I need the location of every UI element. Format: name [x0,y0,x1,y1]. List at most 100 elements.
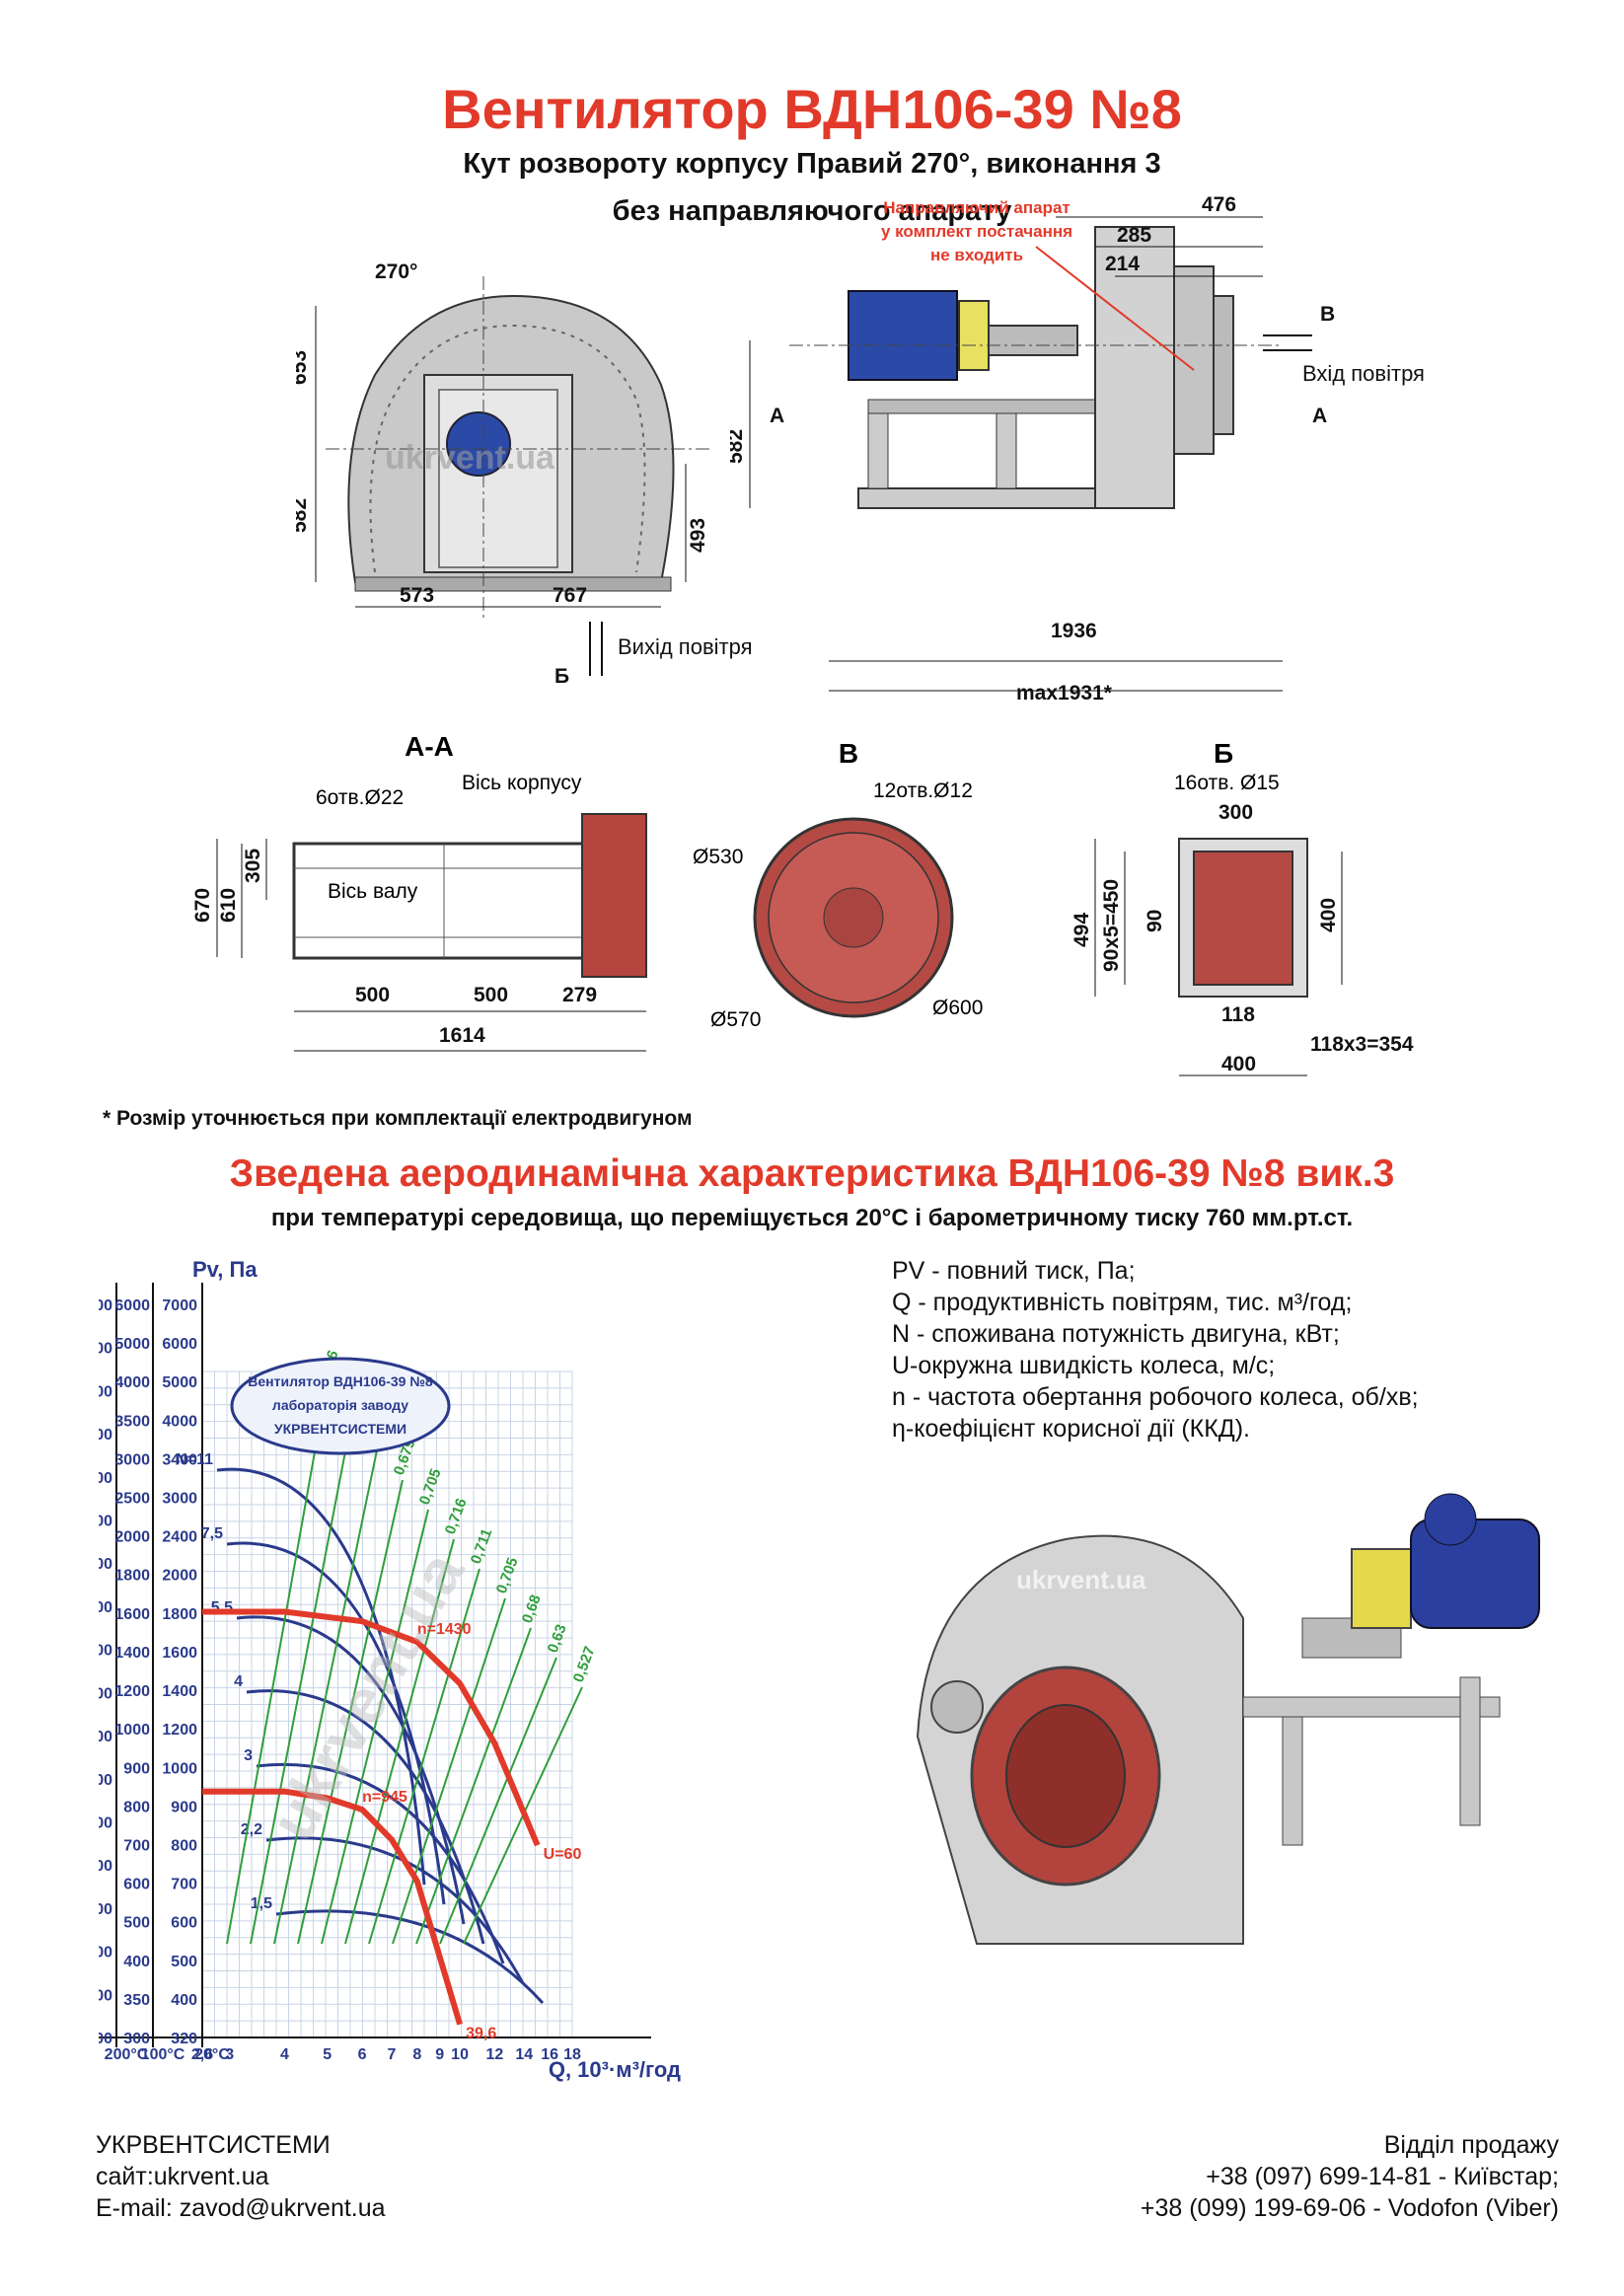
x-temp-label: 100°C [141,2046,185,2063]
shaft-axis: Вісь валу [328,880,418,903]
y-tick-label: 2000 [162,1568,197,1585]
section-b-drawing: Б 16отв. Ø15 300 494 90x5=450 90 400 118… [1070,738,1414,1076]
dim-493: 493 [687,518,709,553]
y-tick-label: 3000 [162,1491,197,1508]
legend-item: Q - продуктивність повітрям, тис. м³/год… [892,1289,1353,1316]
stamp [230,1357,451,1455]
x-tick-label: 16 [541,2046,558,2063]
dim-1614: 1614 [439,1024,485,1047]
y-tick-label: 3000 [114,1451,150,1468]
phone-kyivstar[interactable]: +38 (097) 699-14-81 - Київстар; [1206,2163,1559,2190]
phone-vodafone[interactable]: +38 (099) 199-69-06 - Vodofon (Viber) [1140,2194,1559,2222]
y-tick-label: 800 [123,1799,150,1815]
dim-90x5: 90x5=450 [1100,879,1123,972]
footer-company-block: УКРВЕНТСИСТЕМИ сайт:ukrvent.ua E-mail: z… [96,2129,386,2224]
y-tick-label: 1600 [114,1606,150,1623]
efficiency-label: 0,705 [493,1555,522,1595]
efficiency-ray [415,1627,532,1945]
y-tick-label: 900 [99,1729,112,1745]
legend-item: U-окружна швидкість колеса, м/с; [892,1352,1276,1379]
y-tick-label: 600 [123,1877,150,1893]
stamp-text: лабораторія заводу [272,1397,408,1413]
x-tick-label: 7 [387,2046,396,2063]
x-tick-label: 5 [323,2046,332,2063]
x-temp-label: 20°C [194,2046,230,2063]
company-email[interactable]: E-mail: zavod@ukrvent.ua [96,2194,386,2222]
ga-note-3: не входить [930,246,1023,264]
dim-279: 279 [562,984,597,1006]
stamp-text: Вентилятор ВДН106-39 №8 [248,1373,433,1389]
legend-item: n - частота обертання робочого колеса, о… [892,1383,1419,1411]
power-label: 4 [234,1673,243,1690]
y-tick-label: 1400 [162,1683,197,1700]
power-curve [256,1762,505,1964]
y-tick-label: 1400 [114,1645,150,1662]
section-aa-title: А-А [405,731,454,762]
y-tick-label: 300 [99,1987,112,2004]
y-tick-label: 1800 [114,1568,150,1585]
dim-285: 285 [1117,224,1151,247]
aero-chart: 4000350030002500200018001600140012001000… [99,1257,681,2082]
x-tick-label: 4 [280,2046,289,2063]
efficiency-ray [439,1657,557,1945]
y-tick-label: 800 [171,1837,197,1854]
page-subtitle: Кут розвороту корпусу Правий 270°, викон… [463,148,1161,180]
y-tick-label: 600 [99,1858,112,1875]
b-holes: 16отв. Ø15 [1174,772,1280,794]
y-tick-label: 1000 [114,1722,150,1739]
fan-render: ukrvent.ua [916,1493,1540,1945]
inlet-label: Вхід повітря [1302,361,1425,386]
dim-90: 90 [1144,910,1166,932]
y-tick-label: 800 [99,1772,112,1789]
y-tick-label: 200 [99,2031,112,2047]
efficiency-ray [321,1509,429,1945]
x-tick-label: 6 [358,2046,367,2063]
y-tick-label: 700 [99,1815,112,1831]
section-b-title: Б [1214,738,1233,769]
efficiency-label: 0,63 [545,1622,570,1655]
y-tick-label: 2500 [99,1427,112,1444]
x-temp-label: 200°C [105,2046,149,2063]
dim-d530: Ø530 [693,846,743,868]
marker-v: В [1320,303,1335,326]
efficiency-ray [250,1420,352,1945]
page-subtitle-2: без направляючого апарату [612,195,1012,227]
x-tick-label: 9 [435,2046,444,2063]
power-label: 3 [244,1747,253,1764]
x-axis-title: Q, 10³·м³/год [549,2057,681,2082]
y-tick-label: 1000 [99,1685,112,1702]
dim-500-a: 500 [355,984,390,1006]
marker-a-left: А [770,405,784,427]
operating-curve-end-label: 39,6 [466,2026,496,2042]
dim-476: 476 [1202,193,1236,216]
y-tick-label: 1200 [99,1643,112,1660]
sales-dept: Відділ продажу [1383,2131,1559,2159]
efficiency-label: 0,711 [468,1526,496,1566]
company-site[interactable]: сайт:ukrvent.ua [96,2163,269,2190]
y-tick-label: 300 [123,2031,150,2047]
operating-curve-end-label: U=60 [544,1846,582,1863]
legend-item: η-коефіцієнт корисної дії (ККД). [892,1415,1250,1443]
operating-curve [202,1788,463,2026]
operating-curve-label: n=945 [362,1789,407,1806]
housing-axis: Вісь корпусу [462,772,582,794]
x-tick-label: 10 [451,2046,469,2063]
power-curve [275,1909,545,2005]
y-tick-label: 2000 [114,1529,150,1546]
dim-1936: 1936 [1051,620,1097,642]
dim-610: 610 [217,888,240,923]
angle-label: 270° [375,260,417,283]
dim-max1931: max1931* [1016,682,1113,704]
dim-214: 214 [1105,253,1140,275]
legend-item: N - споживана потужність двигуна, кВт; [892,1320,1340,1348]
dim-400-v: 400 [1317,898,1340,932]
y-tick-label: 1200 [114,1683,150,1700]
dim-500-b: 500 [474,984,508,1006]
legend-item: PV - повний тиск, Па; [892,1257,1136,1285]
y-tick-label: 400 [99,1945,112,1962]
y-tick-label: 5000 [162,1374,197,1391]
dim-d600: Ø600 [932,997,983,1019]
efficiency-ray [368,1568,480,1945]
dim-d570: Ø570 [710,1008,761,1031]
x-tick-label: 12 [486,2046,504,2063]
